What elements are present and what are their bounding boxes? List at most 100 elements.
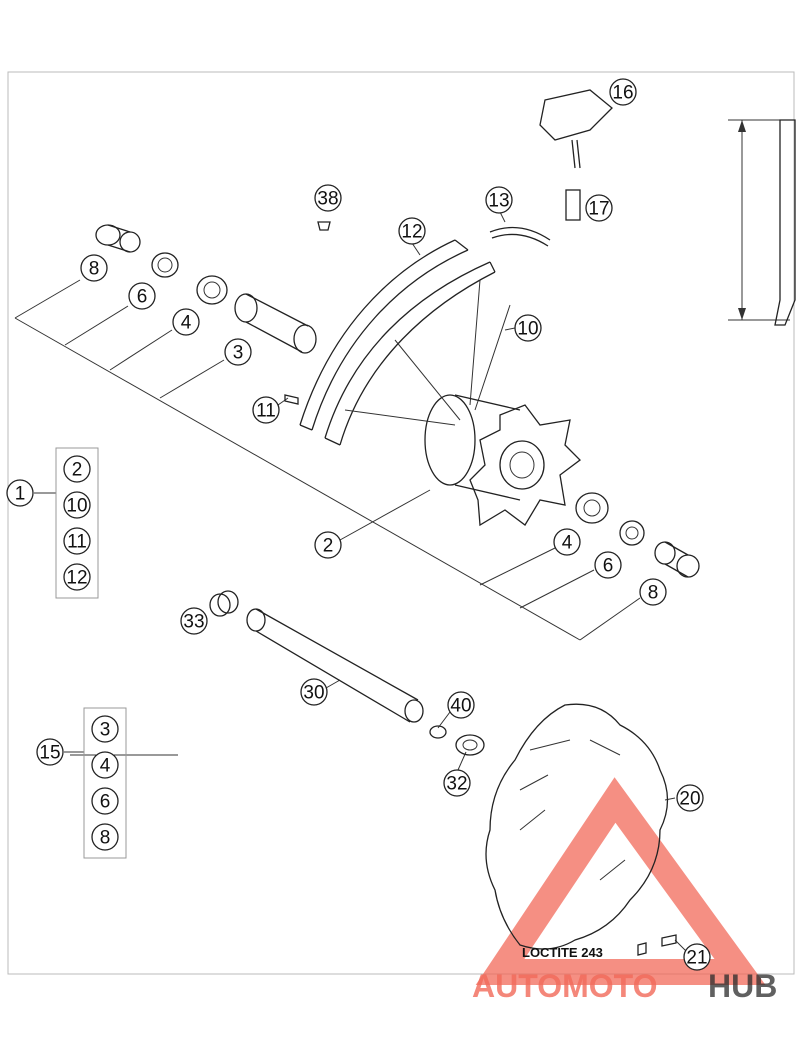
callout-number: 10 bbox=[66, 496, 87, 517]
callout-circle bbox=[514, 314, 542, 342]
callout-number: 2 bbox=[72, 460, 83, 481]
rim-band-13 bbox=[489, 226, 551, 247]
callout-circle bbox=[252, 396, 280, 424]
callout-number: 2 bbox=[323, 536, 334, 557]
callout-number: 11 bbox=[256, 401, 276, 422]
axle-30 bbox=[246, 608, 424, 723]
callout-number: 6 bbox=[603, 556, 614, 577]
loctite-note: LOCTITE 243 bbox=[522, 945, 603, 960]
callout-circle bbox=[63, 563, 91, 591]
callout-number: 1 bbox=[15, 484, 26, 505]
rim-12 bbox=[299, 239, 496, 446]
callout-number: 40 bbox=[450, 696, 471, 717]
callout-number: 38 bbox=[317, 189, 338, 210]
callout-number: 12 bbox=[66, 568, 87, 589]
callout-number: 3 bbox=[100, 720, 111, 741]
valve-cap-38 bbox=[317, 221, 331, 231]
callout-c8b: 8 bbox=[639, 578, 667, 606]
tire-profile bbox=[774, 119, 796, 326]
watermark-logo bbox=[475, 777, 766, 985]
callout-circle bbox=[91, 751, 119, 779]
callout-c6a: 6 bbox=[128, 282, 156, 310]
nut-17 bbox=[565, 189, 581, 221]
callout-c2: 2 bbox=[314, 531, 342, 559]
callout-circle bbox=[553, 528, 581, 556]
kit_15-item: 3 bbox=[91, 715, 119, 743]
callout-number: 6 bbox=[137, 287, 148, 308]
callout-circle bbox=[314, 531, 342, 559]
hub bbox=[424, 394, 581, 527]
callout-number: 16 bbox=[612, 83, 633, 104]
callout-c11: 11 bbox=[252, 396, 280, 424]
callout-circle bbox=[585, 194, 613, 222]
callout-c10: 10 bbox=[514, 314, 542, 342]
washer-40 bbox=[429, 725, 447, 739]
callout-circle bbox=[683, 943, 711, 971]
callout-circle bbox=[91, 715, 119, 743]
callout-c8a: 8 bbox=[80, 254, 108, 282]
callout-c4b: 4 bbox=[553, 528, 581, 556]
callout-circle bbox=[676, 784, 704, 812]
callout-c16: 16 bbox=[609, 78, 637, 106]
callout-c40: 40 bbox=[447, 691, 475, 719]
kit_1-item: 12 bbox=[63, 563, 91, 591]
axle-nut-32 bbox=[455, 734, 485, 756]
callout-c3: 3 bbox=[224, 338, 252, 366]
callout-circle bbox=[398, 217, 426, 245]
callout-number: 30 bbox=[303, 683, 324, 704]
callout-c20: 20 bbox=[676, 784, 704, 812]
callout-c6b: 6 bbox=[594, 551, 622, 579]
kit_15-item: 8 bbox=[91, 823, 119, 851]
callout-c13: 13 bbox=[485, 186, 513, 214]
spacer-8-left bbox=[95, 224, 141, 253]
callout-c15: 15 bbox=[36, 738, 64, 766]
kit-15-box bbox=[83, 707, 127, 859]
callout-number: 8 bbox=[100, 828, 111, 849]
callout-circle bbox=[6, 479, 34, 507]
callout-c1: 1 bbox=[6, 479, 34, 507]
spacer-8-right bbox=[654, 541, 700, 578]
callout-circle bbox=[443, 769, 471, 797]
kit_1-item: 2 bbox=[63, 455, 91, 483]
callout-number: 4 bbox=[100, 756, 111, 777]
callout-number: 6 bbox=[100, 792, 111, 813]
callout-circle bbox=[447, 691, 475, 719]
kit_1-item: 10 bbox=[63, 491, 91, 519]
callout-number: 21 bbox=[686, 948, 707, 969]
kit-1-box bbox=[55, 447, 99, 599]
callout-circle bbox=[224, 338, 252, 366]
callout-number: 4 bbox=[562, 533, 573, 554]
callout-number: 13 bbox=[488, 191, 509, 212]
callout-circle bbox=[594, 551, 622, 579]
tire-lock-16 bbox=[539, 89, 613, 169]
callout-number: 4 bbox=[181, 313, 192, 334]
watermark-text-hub: HUB bbox=[708, 968, 777, 1004]
callout-circle bbox=[485, 186, 513, 214]
spokes-10 bbox=[344, 279, 511, 426]
callout-number: 11 bbox=[67, 532, 87, 553]
callout-c32: 32 bbox=[443, 769, 471, 797]
disc-screw-21 bbox=[637, 934, 677, 956]
callout-circle bbox=[91, 823, 119, 851]
callout-circle bbox=[609, 78, 637, 106]
callout-c30: 30 bbox=[300, 678, 328, 706]
seal-6-left bbox=[151, 252, 179, 278]
callout-number: 8 bbox=[89, 259, 100, 280]
callout-circle bbox=[639, 578, 667, 606]
callout-number: 32 bbox=[446, 774, 467, 795]
brake-disc-20 bbox=[485, 703, 669, 950]
callout-circle bbox=[36, 738, 64, 766]
callout-circle bbox=[63, 491, 91, 519]
callout-number: 3 bbox=[233, 343, 244, 364]
callout-circle bbox=[314, 184, 342, 212]
callout-circle bbox=[91, 787, 119, 815]
callout-circle bbox=[63, 527, 91, 555]
callout-circle bbox=[172, 308, 200, 336]
callout-circle bbox=[128, 282, 156, 310]
spacer-33 bbox=[209, 590, 239, 617]
distance-sleeve-3 bbox=[234, 293, 317, 354]
callout-number: 8 bbox=[648, 583, 659, 604]
callout-number: 20 bbox=[679, 789, 700, 810]
